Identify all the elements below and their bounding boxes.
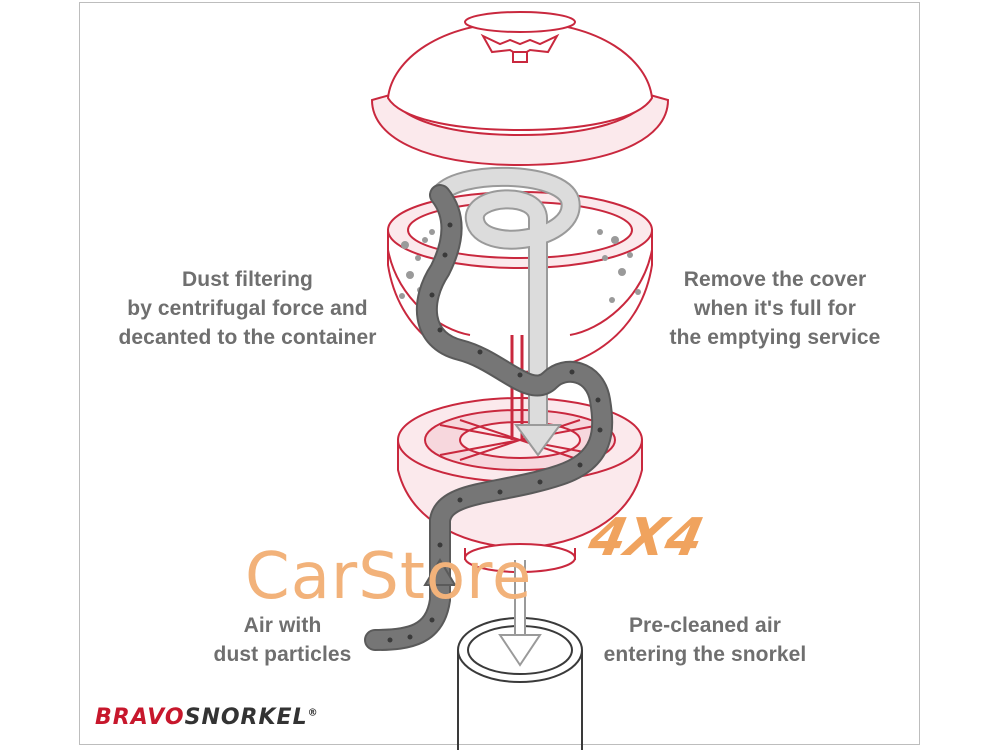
label-air-with-dust-line-2: dust particles (213, 643, 352, 666)
flow-arrow-down-icon (514, 424, 562, 457)
dusty-air-flow (364, 184, 614, 651)
brand-logo: BRAVOSNORKEL® (95, 705, 319, 730)
diagram-frame (79, 2, 920, 745)
logo-part-2: SNORKEL (184, 705, 308, 730)
watermark-main: CarStore (245, 540, 533, 614)
clean-air-flow (430, 166, 581, 667)
logo-part-1: BRAVO (95, 705, 185, 730)
logo-registered-mark: ® (307, 707, 319, 719)
wing-nut-icon (480, 33, 560, 63)
flow-arrow-up-icon (423, 558, 457, 586)
label-dust-filtering-line-3: decanted to the container (118, 326, 377, 349)
label-dust-filtering-line-1: Dust filtering (182, 268, 313, 291)
top-cover (370, 11, 670, 167)
label-air-with-dust: Air with dust particles (195, 611, 370, 669)
label-remove-cover-line-3: the emptying service (669, 326, 881, 349)
label-dust-filtering-line-2: by centrifugal force and (127, 297, 368, 320)
watermark-sub: 4X4 (583, 508, 709, 568)
label-air-with-dust-line-1: Air with (243, 614, 322, 637)
label-remove-cover: Remove the cover when it's full for the … (650, 265, 900, 352)
label-pre-cleaned-air-line-2: entering the snorkel (603, 643, 807, 666)
label-remove-cover-line-1: Remove the cover (683, 268, 867, 291)
label-remove-cover-line-2: when it's full for (694, 297, 856, 320)
label-pre-cleaned-air-line-1: Pre-cleaned air (628, 614, 782, 637)
label-dust-filtering: Dust filtering by centrifugal force and … (95, 265, 400, 352)
label-pre-cleaned-air: Pre-cleaned air entering the snorkel (585, 611, 825, 669)
